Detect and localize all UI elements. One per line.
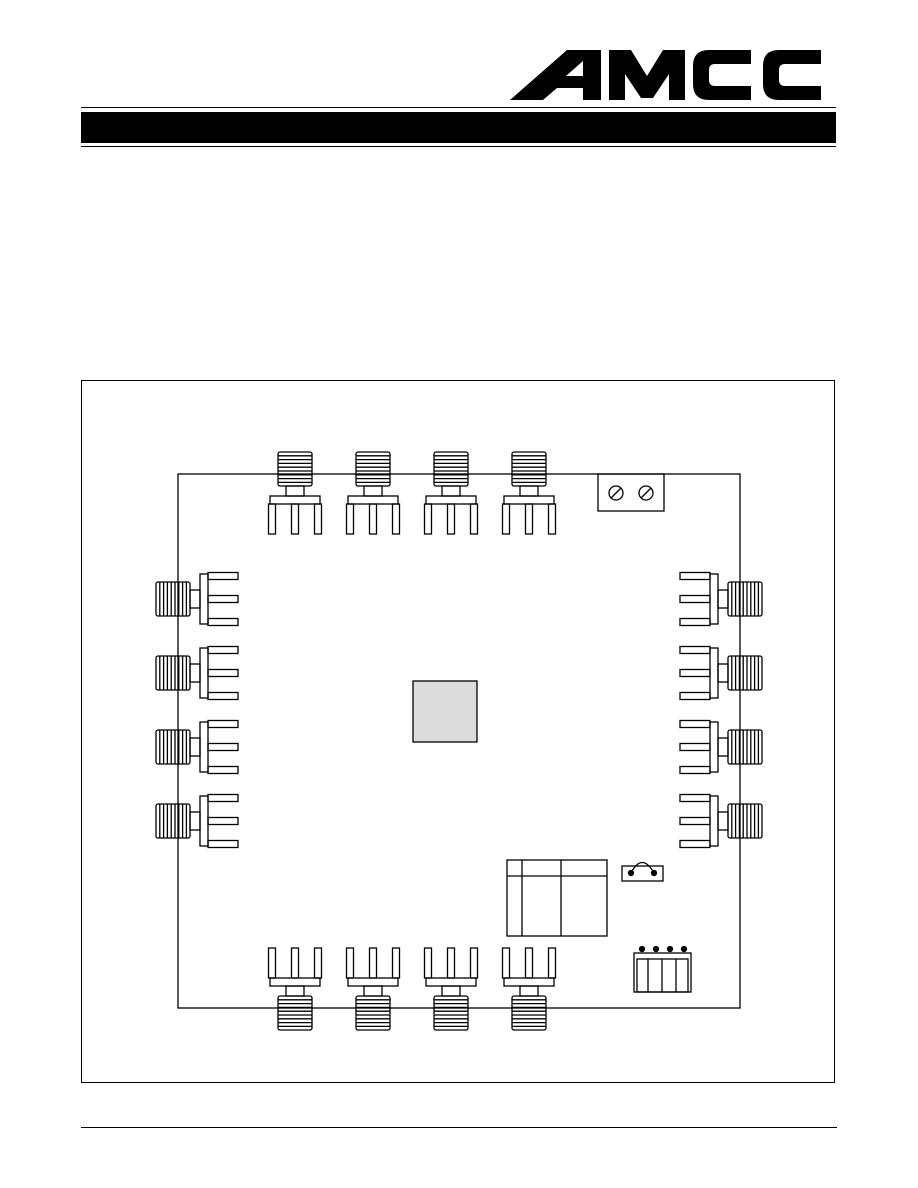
sma-connector-left-1: [155, 571, 239, 627]
sma-connector-bottom-3: [423, 947, 479, 1031]
sma-connector-top-1: [267, 451, 323, 535]
sma-connector-right-1: [679, 571, 763, 627]
sma-connector-left-4: [155, 793, 239, 849]
power-terminal-block: [597, 473, 665, 512]
sma-connector-bottom-2: [345, 947, 401, 1031]
sma-connector-top-2: [345, 451, 401, 535]
sma-connector-right-3: [679, 719, 763, 775]
jumper: [621, 861, 664, 882]
sma-connector-right-4: [679, 793, 763, 849]
dip-switch: [633, 945, 692, 993]
sma-connector-bottom-4: [501, 947, 557, 1031]
figure-frame: [81, 380, 835, 1083]
sma-connector-right-2: [679, 645, 763, 701]
sma-connector-left-3: [155, 719, 239, 775]
header-bar: [81, 112, 836, 143]
header-rule-bottom: [81, 146, 836, 147]
sma-connector-left-2: [155, 645, 239, 701]
sma-connector-bottom-1: [267, 947, 323, 1031]
amcc-logo: [510, 50, 821, 100]
sma-connector-top-3: [423, 451, 479, 535]
footer-rule: [81, 1127, 837, 1128]
ic-chip: [412, 680, 478, 743]
sma-connector-top-4: [501, 451, 557, 535]
header-rule-top: [81, 107, 836, 108]
label-table: [506, 859, 608, 937]
